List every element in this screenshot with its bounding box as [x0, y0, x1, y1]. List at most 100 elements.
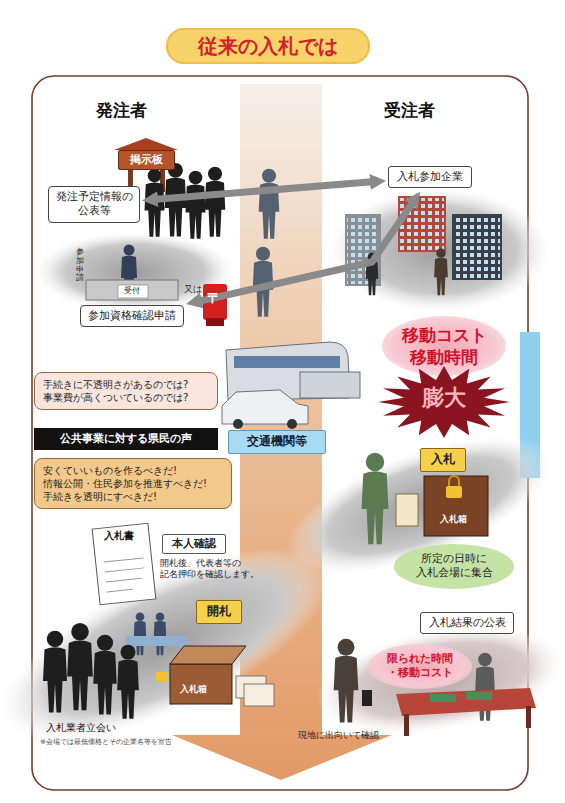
grey-bands	[0, 188, 565, 781]
desk-sign: 受付	[124, 286, 140, 296]
bid-box: 入札	[420, 448, 466, 472]
mailbox	[206, 318, 224, 326]
result-desk	[526, 706, 531, 728]
result-desk	[404, 714, 409, 736]
info-box: 発注予定情報の 公表等	[48, 186, 140, 223]
ballot-document	[107, 589, 133, 592]
crowd-at-opening	[43, 631, 67, 713]
train	[234, 356, 340, 368]
desk-sign: 参加申請	[76, 248, 84, 283]
box-label: 入札箱	[440, 514, 467, 525]
ballot-document	[105, 568, 145, 572]
reception-desk	[118, 285, 148, 298]
car	[287, 419, 297, 429]
grey-bands	[308, 609, 565, 751]
node-text: 入札参加企業	[394, 170, 466, 184]
crowd-at-board	[186, 171, 206, 239]
bidder	[396, 494, 418, 526]
result-viewer	[334, 639, 372, 723]
open-ballot-box	[170, 664, 232, 704]
note: 又は	[184, 284, 202, 295]
company-buildings	[454, 216, 500, 278]
ballot-document	[106, 578, 142, 582]
reception-desk	[86, 280, 178, 300]
company-buildings	[345, 196, 502, 295]
note: 入札業者立会い	[46, 722, 116, 735]
box-label: 入札箱	[180, 684, 207, 695]
node-text: 安くていいものを作るべきだ! 情報公開・住民参加を推進すべきだ! 手続きを透明に…	[43, 464, 223, 503]
node-text: 開札	[203, 604, 235, 620]
train	[300, 372, 360, 398]
company-buildings	[452, 214, 502, 280]
crowd-at-opening	[93, 635, 116, 715]
company-buildings	[434, 248, 448, 295]
bidder	[362, 453, 389, 544]
officials	[126, 636, 188, 646]
ballot-document	[104, 558, 147, 592]
cost-blob: 限られた時間 ・移動コスト	[368, 644, 472, 689]
node-text: 本人確認	[168, 537, 220, 551]
info-box: 入札結果の公表	[420, 612, 514, 634]
car	[222, 390, 308, 424]
node-text: 発注予定情報の 公表等	[54, 190, 134, 219]
ballot-document	[92, 523, 156, 604]
officials	[154, 612, 167, 655]
grey-bands	[0, 509, 356, 781]
officials	[126, 612, 188, 655]
panel-frame	[32, 76, 528, 790]
flow-arrow	[150, 181, 378, 199]
column-header: 受注者	[384, 100, 435, 121]
footnote: ※会場では最低価格とその企業名等を宣告	[40, 738, 240, 747]
result-desk	[466, 692, 492, 700]
node-text: 移動コスト 移動時間	[394, 324, 494, 368]
bulletin-board: 掲示板	[118, 150, 175, 170]
starburst-shape	[378, 366, 510, 438]
ballot-document	[104, 558, 144, 562]
identity-check-box: 本人確認	[162, 534, 226, 554]
postal-mark: 〒	[207, 290, 221, 308]
walking-people	[259, 169, 280, 239]
open-ballot-box	[170, 646, 246, 664]
crowd-at-opening	[43, 623, 139, 719]
flow-arrow	[194, 198, 416, 302]
info-box: 参加資格確認申請	[80, 305, 184, 327]
title-pill: 従来の入札では	[166, 28, 370, 64]
note: 現地に出向いて確認	[298, 730, 379, 741]
ballot-document	[92, 523, 156, 604]
officials	[134, 612, 147, 655]
starburst: 膨大	[388, 372, 500, 432]
result-viewer	[334, 639, 359, 723]
node-text: 掲示板	[119, 153, 174, 167]
result-viewer	[362, 690, 372, 706]
voice-banner: 公共事業に対する県民の声	[34, 428, 218, 450]
open-ballot-box	[156, 646, 274, 706]
node-text: 公共事業に対する県民の声	[40, 432, 212, 446]
document-title: 入札書	[104, 530, 134, 543]
citizen-demand-box: 安くていいものを作るべきだ! 情報公開・住民参加を推進すべきだ! 手続きを透明に…	[34, 458, 232, 509]
bulletin-board-posts	[114, 138, 178, 150]
crowd-at-opening	[67, 623, 93, 710]
column-header: 発注者	[96, 100, 147, 121]
open-ballot-box	[156, 672, 168, 682]
company-buildings	[398, 196, 446, 252]
result-desk	[396, 688, 536, 716]
ballot-box-right	[424, 476, 488, 536]
mailbox	[203, 284, 227, 326]
node-text: 膨大	[396, 384, 492, 413]
node-text: 限られた時間 ・移動コスト	[382, 652, 458, 681]
citizen-concern-box: 手続きに不透明さがあるのでは? 事業費が高くついているのでは?	[34, 372, 218, 410]
node-text: 交通機関等	[235, 434, 319, 450]
bidder	[362, 453, 418, 544]
result-desk	[430, 694, 456, 702]
title-text: 従来の入札では	[198, 33, 338, 60]
node-text: 手続きに不透明さがあるのでは? 事業費が高くついているのでは?	[43, 378, 209, 404]
ballot-box-right	[446, 486, 462, 498]
note: 開札後、代表者等の 記名押印を確認します。	[160, 558, 290, 581]
grey-bands	[330, 188, 550, 312]
open-ballot-box	[244, 684, 274, 706]
ballot-box-right	[424, 476, 488, 536]
crowd-at-opening	[117, 645, 139, 719]
opening-box: 開札	[196, 600, 242, 624]
node-text: 所定の日時に 入札会場に集合	[406, 552, 502, 581]
